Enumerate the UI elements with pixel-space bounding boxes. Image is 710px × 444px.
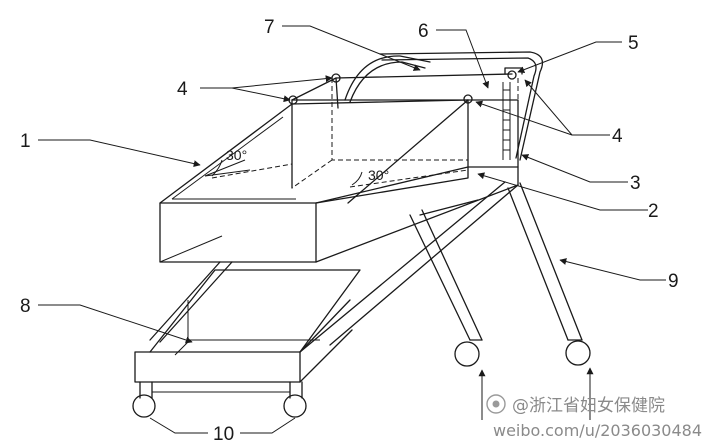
callout-5: 5	[628, 33, 639, 54]
callout-numbers: 1 2 3 4 4 5 6 7 8 9 10	[20, 17, 679, 444]
basket-front-face	[159, 202, 317, 263]
weibo-logo-icon	[486, 394, 506, 414]
callout-2: 2	[648, 201, 659, 222]
angle-marks	[211, 159, 363, 186]
frame-and-legs	[134, 181, 583, 399]
leader-7	[282, 25, 421, 71]
leader-10b	[149, 417, 208, 434]
leader-10a	[240, 417, 296, 434]
callout-4-right: 4	[612, 126, 623, 147]
tilting-panel	[204, 78, 519, 204]
angle-arc-left	[211, 159, 223, 177]
handle-loop	[344, 55, 431, 101]
leader-4b	[231, 87, 291, 103]
leader-2	[477, 172, 648, 211]
callout-6: 6	[418, 21, 429, 42]
pivot-front-right	[463, 94, 473, 104]
leader-1	[38, 139, 201, 168]
lower-tray	[134, 351, 301, 383]
watermark-handle: @浙江省妇女保健院	[512, 396, 665, 416]
basket-right-face	[315, 166, 519, 263]
wheel-rear-right	[565, 340, 591, 366]
wheel-front-left	[132, 394, 156, 418]
watermark: @浙江省妇女保健院 weibo.com/u/2036030484	[486, 394, 702, 440]
panel-upper	[291, 99, 469, 204]
watermark-url: weibo.com/u/2036030484	[493, 421, 702, 440]
rear-handle-frame	[379, 51, 544, 161]
leader-3	[521, 154, 628, 183]
top-rail	[291, 73, 513, 101]
angle-label-left: 30°	[226, 147, 247, 163]
leader-5	[517, 41, 622, 74]
wheel-rear-left	[454, 341, 480, 367]
callout-1: 1	[20, 131, 31, 152]
callout-8: 8	[20, 296, 31, 317]
leader-6	[436, 29, 490, 89]
leader-9	[559, 258, 666, 281]
callout-4-left: 4	[177, 79, 188, 100]
leader-8	[38, 304, 193, 344]
callout-3: 3	[630, 173, 641, 194]
leader-4d	[475, 100, 573, 136]
callout-10: 10	[213, 424, 234, 444]
leader-lines	[38, 25, 666, 434]
basket-body	[159, 103, 519, 263]
pivot-top-right	[507, 70, 517, 80]
leader-4c	[524, 79, 610, 136]
handle-rails	[288, 51, 544, 161]
angle-label-right: 30°	[368, 167, 389, 183]
wheels	[132, 340, 591, 418]
rear-leg-right	[507, 182, 583, 341]
callout-7: 7	[264, 17, 275, 38]
basket-left-top-edge	[159, 112, 281, 204]
callout-9: 9	[668, 271, 679, 292]
wheel-front-right	[283, 394, 307, 418]
rack-strip	[502, 82, 511, 160]
angle-arc-right	[351, 171, 363, 186]
rear-leg-left	[409, 209, 483, 341]
leader-4a	[200, 75, 333, 89]
